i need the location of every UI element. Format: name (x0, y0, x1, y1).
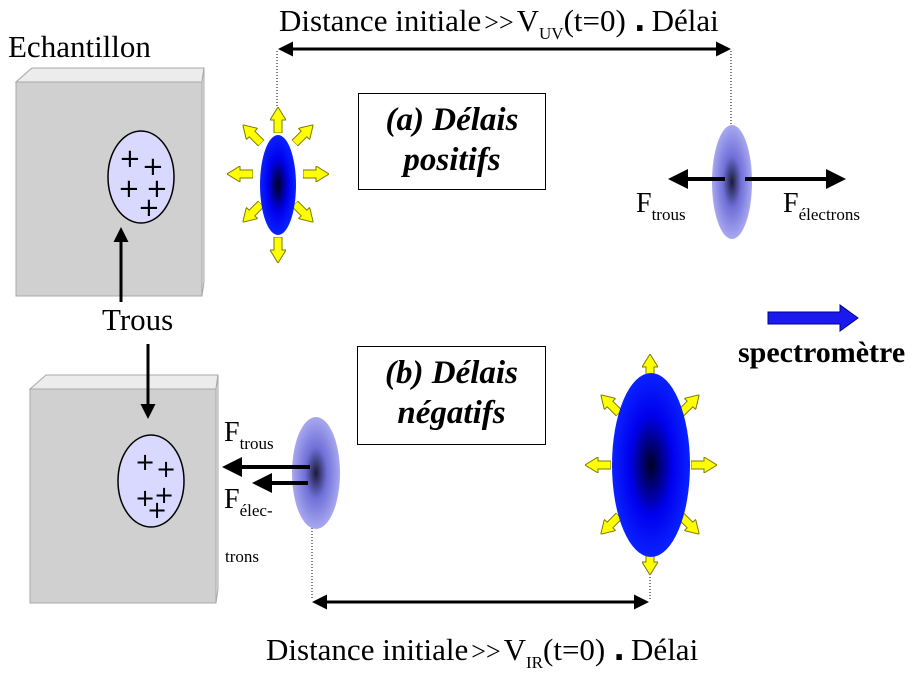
electron-cloud-a-far (712, 125, 752, 239)
plus-sign: + (154, 481, 175, 509)
holes-region-bottom (117, 434, 185, 528)
electron-cloud-b-large (585, 354, 717, 575)
plus-sign: + (156, 455, 177, 483)
holes-region-top (107, 130, 175, 224)
electron-cloud-a (227, 107, 329, 263)
spectrometer-arrow (767, 304, 859, 332)
spectrometer-label: spectromètre (738, 336, 906, 369)
bottom-formula-relation: >> (471, 637, 501, 666)
bottom-formula-dot: . (613, 632, 626, 668)
panel-b-line1: (b) Délais (385, 355, 518, 391)
plus-sign: + (119, 144, 141, 174)
top-formula-relation: >> (484, 8, 514, 37)
top-formula-sub: UV (539, 24, 564, 43)
plus-sign: + (135, 448, 156, 476)
panel-a-label: (a) Délais positifs (358, 93, 546, 190)
bottom-formula-suffix: (t=0) (543, 632, 606, 667)
plus-sign: + (135, 484, 156, 512)
force-label-electrons-b-f: F (224, 484, 240, 515)
panel-b-label: (b) Délais négatifs (357, 346, 546, 445)
panel-b-line2: négatifs (397, 395, 506, 431)
bottom-formula-sub: IR (526, 653, 544, 672)
plus-sign: + (138, 193, 160, 223)
force-label-holes-b-f: F (224, 417, 240, 448)
plus-sign: + (147, 496, 168, 524)
plus-sign: + (146, 174, 168, 204)
force-label-electrons-a-f: F (783, 188, 799, 219)
bottom-formula-end: Délai (631, 632, 699, 667)
top-formula-end: Délai (651, 3, 719, 38)
panel-a-line2: positifs (403, 142, 501, 178)
panel-a-line1: (a) Délais (385, 102, 519, 138)
plus-sign: + (142, 152, 164, 182)
bottom-formula-v: V (503, 632, 527, 667)
force-label-electrons-b-cont: trons (225, 547, 259, 566)
top-formula: Distance initiale>>VUV(t=0).Délai (279, 3, 719, 44)
force-label-electrons-a: Félectrons (783, 188, 860, 225)
top-formula-prefix: Distance initiale (279, 3, 482, 38)
force-label-holes-b-sub: trous (239, 434, 274, 453)
force-label-holes-b: Ftrous (224, 417, 274, 454)
top-formula-v: V (516, 3, 540, 38)
top-formula-dot: . (633, 3, 646, 39)
bottom-formula-prefix: Distance initiale (266, 632, 469, 667)
force-label-electrons-b-sub: élec- (239, 501, 273, 520)
plus-sign: + (118, 174, 140, 204)
force-label-electrons-b: Félec- (224, 484, 273, 521)
force-label-electrons-a-sub: électrons (798, 205, 860, 224)
bottom-formula: Distance initiale>>VIR(t=0).Délai (266, 632, 698, 673)
holes-label: Trous (102, 302, 174, 337)
top-formula-suffix: (t=0) (563, 3, 626, 38)
force-label-holes-a-f: F (636, 188, 652, 219)
force-label-holes-a: Ftrous (636, 188, 686, 225)
force-label-holes-a-sub: trous (651, 205, 686, 224)
electron-cloud-b-near (292, 417, 340, 529)
sample-label: Echantillon (8, 29, 151, 64)
